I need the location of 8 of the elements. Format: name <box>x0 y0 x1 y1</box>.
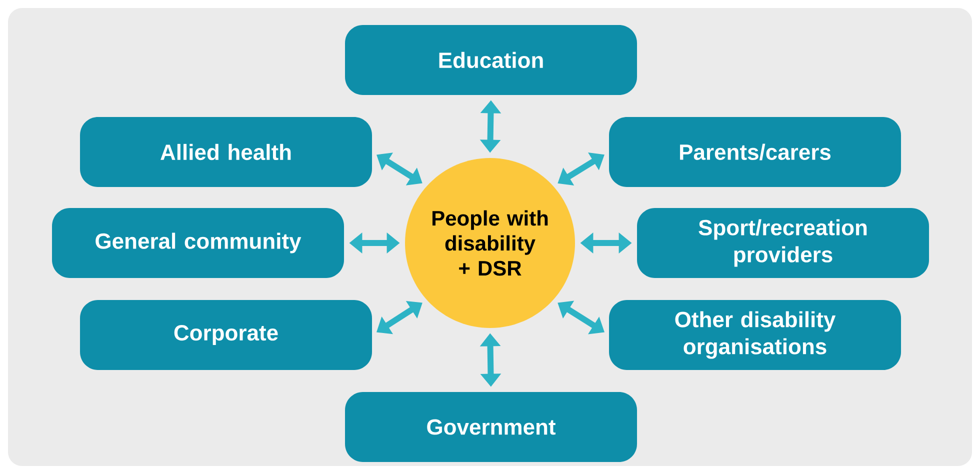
group-box: Corporate <box>80 300 372 370</box>
group-box: Other disability organisations <box>609 300 901 370</box>
group-box: Sport/recreation providers <box>637 208 930 278</box>
group-box: Government <box>345 392 637 462</box>
group-box: Education <box>345 25 637 95</box>
group-box: General community <box>52 208 344 278</box>
group-box: Allied health <box>80 117 372 187</box>
group-box: Parents/carers <box>609 117 901 187</box>
